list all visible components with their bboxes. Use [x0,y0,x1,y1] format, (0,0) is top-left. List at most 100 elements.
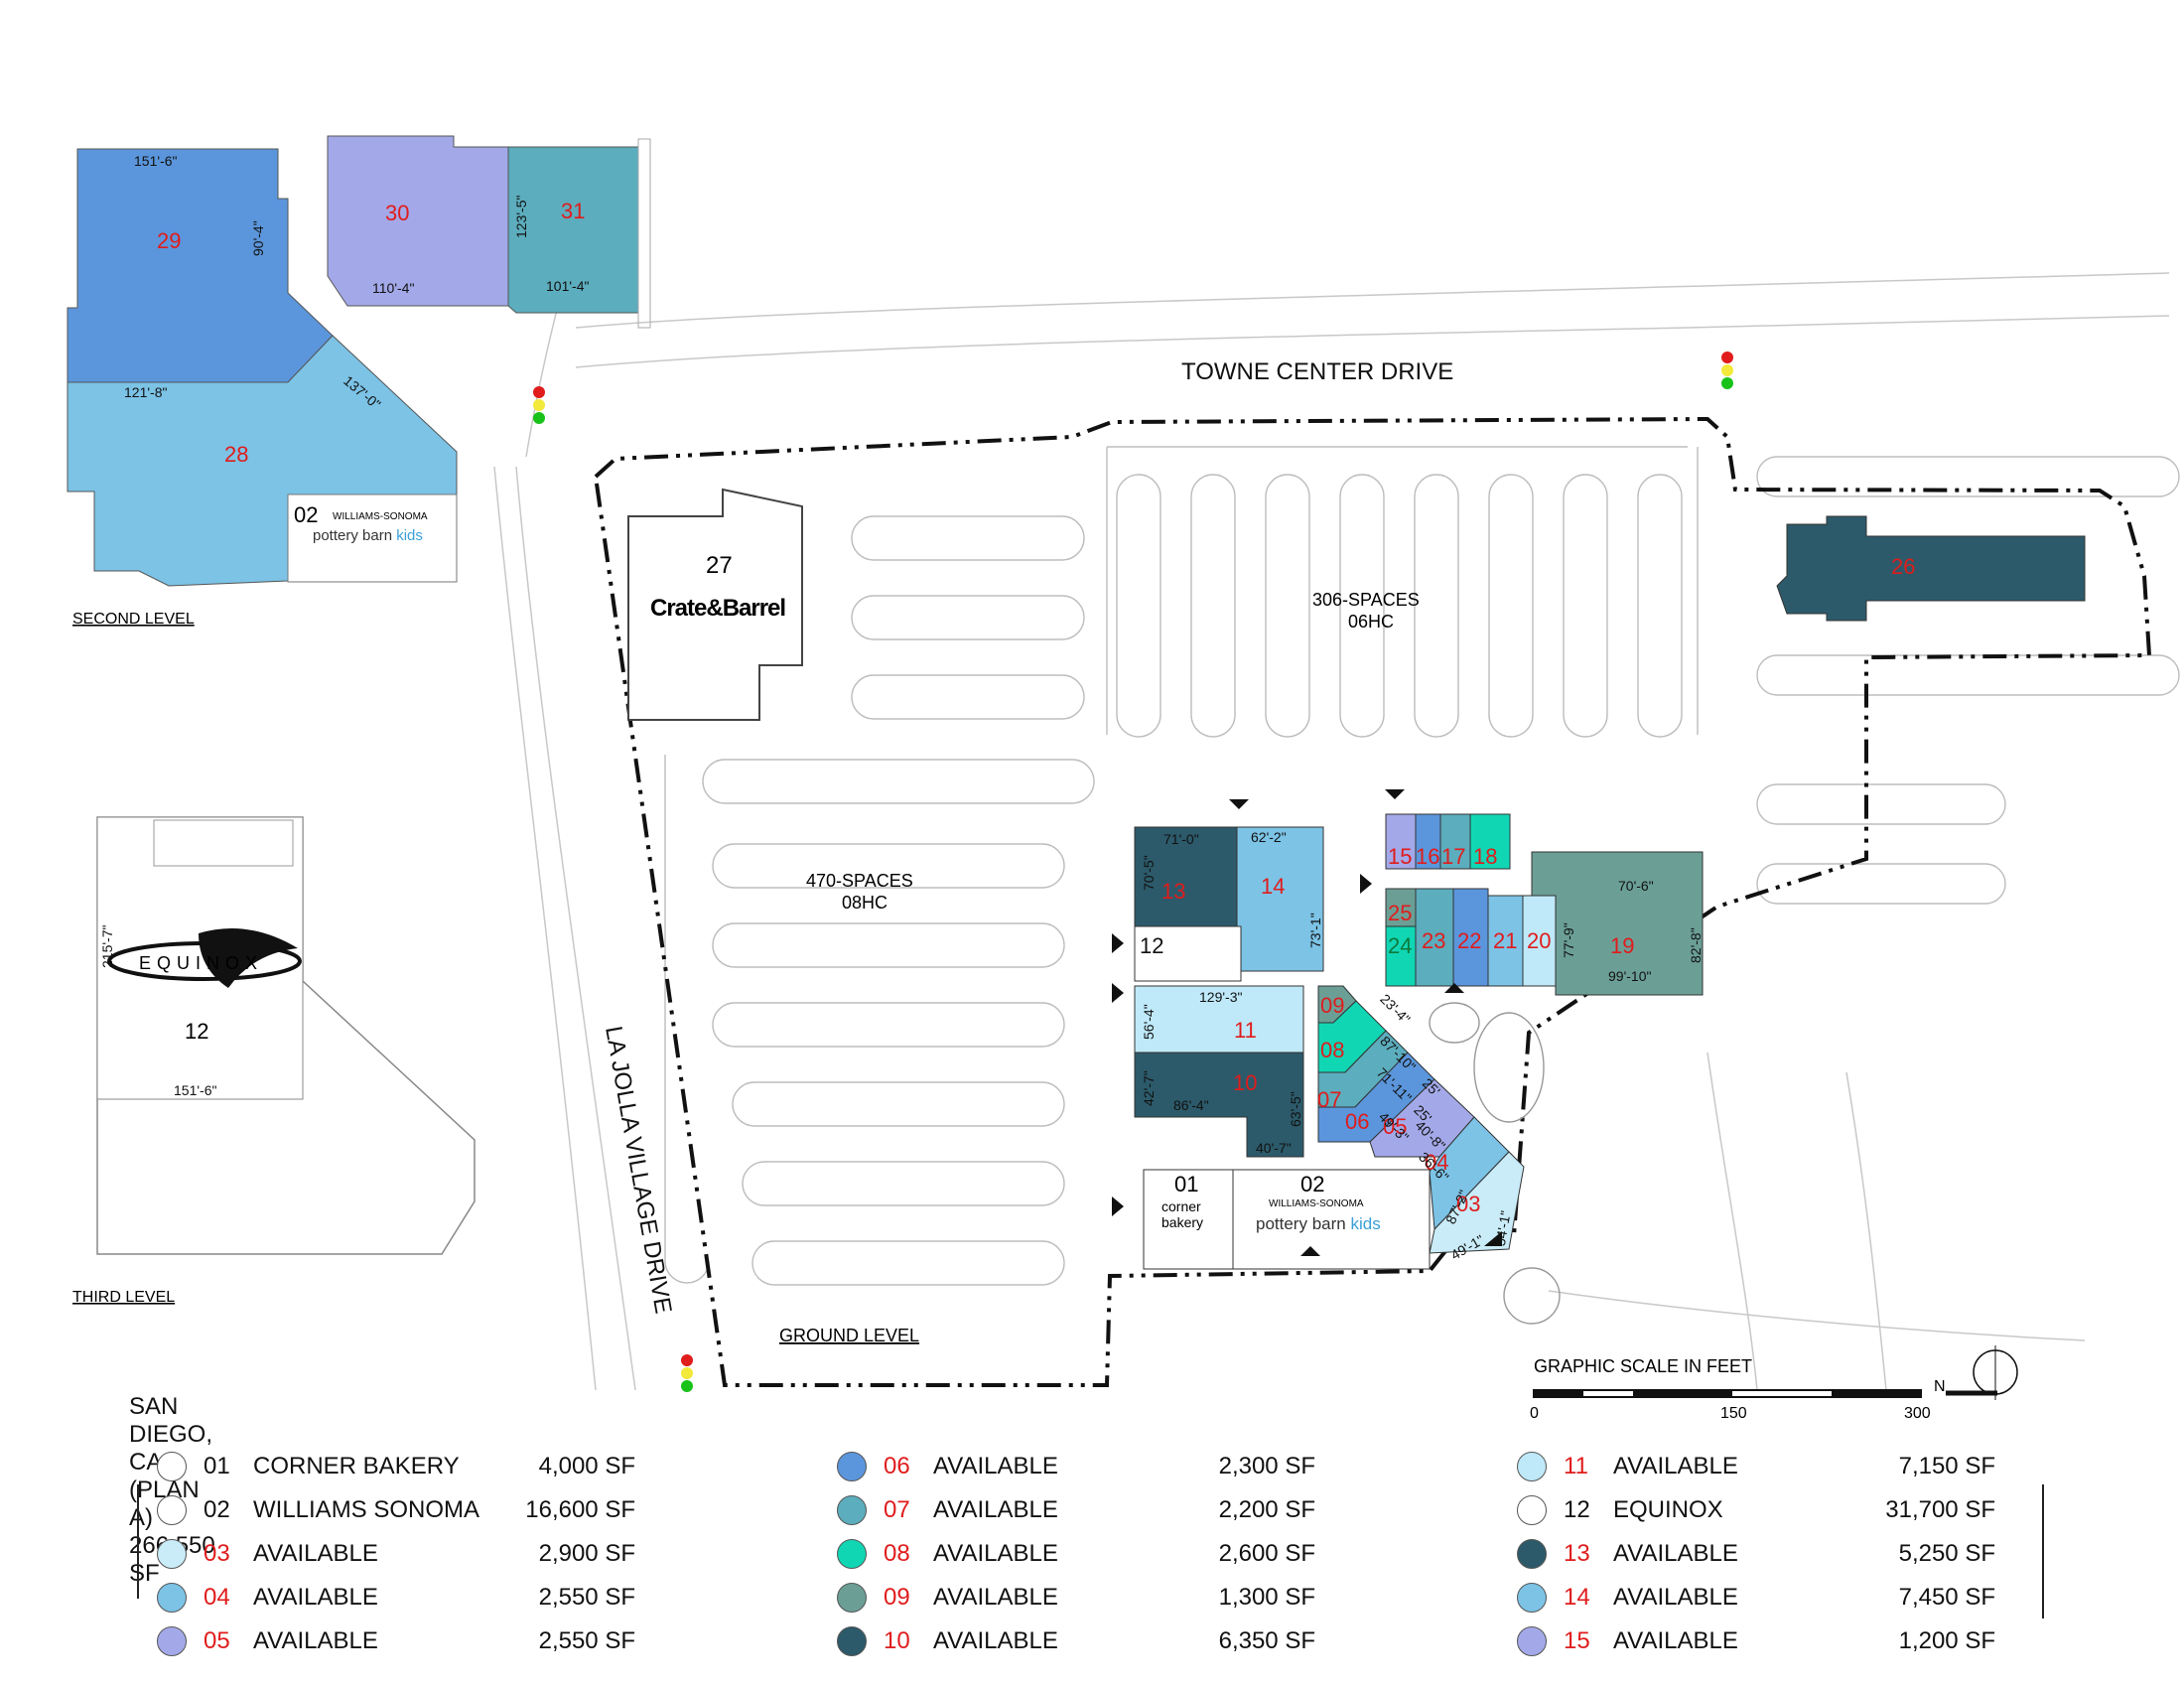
dim-19-height: 82'-8" [1688,927,1704,963]
legend-item-06: 06 AVAILABLE 2,300 SF [829,1450,1365,1483]
dim-29-height: 90'-4" [250,220,266,256]
unit-30-area[interactable] [327,135,509,307]
unit-01-area[interactable] [1143,1169,1234,1270]
unit-19-area[interactable] [1531,851,1704,996]
legend-number: 13 [1564,1540,1590,1567]
legend-square-feet: 2,200 SF [1218,1496,1315,1523]
unit-02-ground-area[interactable] [1232,1169,1431,1270]
legend-swatch [837,1583,867,1613]
legend-square-feet: 2,550 SF [538,1584,635,1611]
unit-31-area[interactable] [507,146,639,314]
unit-15-area[interactable] [1385,813,1417,870]
legend-square-feet: 1,200 SF [1898,1627,1995,1654]
legend-divider-right [2042,1484,2044,1618]
legend-tenant-name: AVAILABLE [933,1453,1058,1479]
legend-swatch [157,1626,187,1656]
scale-tick-150: 150 [1720,1405,1747,1422]
unit-18-area[interactable] [1469,813,1511,870]
unit-23-number: 23 [1422,928,1445,953]
legend-tenant-name: AVAILABLE [1613,1627,1738,1654]
unit-16-area[interactable] [1415,813,1441,870]
unit-16-number: 16 [1416,844,1439,869]
unit-13-number: 13 [1161,879,1185,904]
legend-square-feet: 2,300 SF [1218,1453,1315,1479]
unit-25-number: 25 [1388,901,1412,925]
unit-17-number: 17 [1441,844,1465,869]
unit-29-number: 29 [157,228,181,253]
dim-diag-1: 23'-4" [1377,991,1414,1028]
unit-28-number: 28 [224,442,248,467]
unit-30-number: 30 [385,201,409,225]
parking-west-hc: 08HC [842,893,887,913]
third-level-building [96,816,476,1255]
unit-10-area[interactable] [1134,1052,1304,1158]
legend-swatch [1517,1495,1547,1525]
unit-17-area[interactable] [1439,813,1471,870]
unit-13-area[interactable] [1134,826,1238,927]
parking-stalls-west [664,515,1095,1286]
unit-29-area[interactable] [67,148,334,383]
corner-bakery-line1: corner [1161,1198,1201,1214]
scale-tick-0: 0 [1530,1405,1539,1422]
unit-27-area[interactable] [627,488,803,721]
unit-03-area[interactable] [1429,1151,1525,1254]
property-boundary [593,416,2152,1387]
dim-14-width: 62'-2" [1251,829,1287,845]
parking-north-spaces: 306-SPACES [1312,590,1420,610]
unit-26-number: 26 [1891,554,1915,579]
legend-square-feet: 5,250 SF [1898,1540,1995,1567]
unit-04-number: 04 [1425,1150,1448,1175]
legend-number: 09 [884,1584,910,1611]
unit-22-area[interactable] [1452,888,1489,987]
legend-number: 06 [884,1453,910,1479]
dim-12-width: 151'-6" [174,1082,216,1098]
unit-11-number: 11 [1234,1018,1257,1043]
scale-title: GRAPHIC SCALE IN FEET [1534,1356,1752,1376]
legend-square-feet: 6,350 SF [1218,1627,1315,1654]
legend-number: 08 [884,1540,910,1567]
unit-14-area[interactable] [1236,826,1324,972]
ground-level-buildings [1134,813,1704,1325]
scale-tick-300: 300 [1904,1405,1931,1422]
unit-05-number: 05 [1383,1114,1407,1139]
legend-number: 12 [1564,1496,1590,1523]
unit-02-upper-area[interactable] [287,493,458,583]
unit-24-area[interactable] [1385,925,1417,987]
unit-02-ground-number: 02 [1300,1172,1324,1196]
legend-square-feet: 2,600 SF [1218,1540,1315,1567]
dim-29-width: 151'-6" [134,153,177,169]
legend-swatch [837,1626,867,1656]
dim-14-height: 73'-1" [1307,913,1323,948]
parking-north-hc: 06HC [1348,612,1394,632]
legend-swatch [1517,1583,1547,1613]
legend-number: 07 [884,1496,910,1523]
unit-15-number: 15 [1388,844,1412,869]
unit-12-third-number: 12 [185,1019,208,1044]
legend-number: 11 [1564,1453,1588,1479]
legend-tenant-name: WILLIAMS SONOMA [253,1496,480,1523]
legend-divider-left [137,1484,139,1599]
legend-swatch [1517,1539,1547,1569]
legend-tenant-name: AVAILABLE [933,1627,1058,1654]
unit-20-area[interactable] [1522,895,1557,987]
unit-26-area[interactable] [1776,515,2086,622]
unit-01-number: 01 [1174,1172,1198,1196]
unit-21-number: 21 [1493,928,1517,953]
pbk-ground: pottery barn kids [1256,1214,1381,1233]
legend-tenant-name: EQUINOX [1613,1496,1723,1523]
legend-swatch [1517,1452,1547,1481]
north-label: N [1934,1378,1946,1395]
unit-18-number: 18 [1473,844,1497,869]
unit-21-area[interactable] [1487,895,1524,987]
legend-swatch [157,1539,187,1569]
equinox-logo-text: EQUINOX [139,953,263,973]
unit-12-ground-area[interactable] [1134,925,1242,982]
parking-stalls-north [1106,446,1699,738]
